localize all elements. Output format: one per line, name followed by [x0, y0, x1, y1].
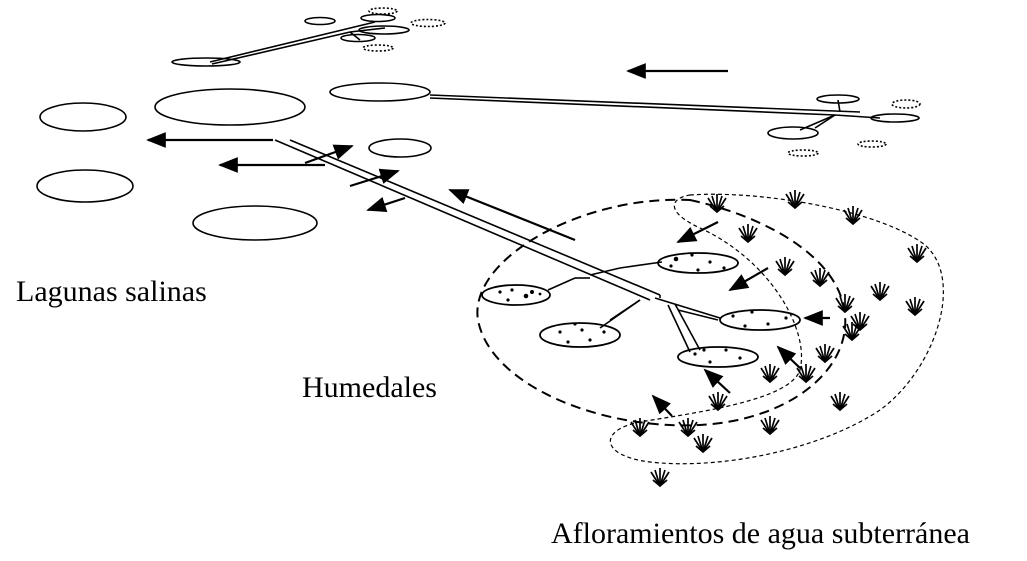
- outcrop-tuft: [738, 224, 758, 244]
- afloramientos-label: Afloramientos de agua subterránea: [551, 517, 970, 550]
- outcrop-tuft: [907, 244, 927, 264]
- top-lake-cluster: [171, 7, 446, 67]
- small-lagoon: [870, 113, 920, 123]
- right-lake-cluster: [329, 82, 921, 157]
- afloramientos-boundary: [609, 193, 944, 465]
- channel-line: [349, 31, 361, 41]
- outcrop-tuft: [708, 392, 728, 412]
- channel-line: [211, 31, 351, 65]
- outcrop-tuft: [842, 322, 862, 342]
- flow-arrow: [728, 267, 769, 291]
- outcrop-tuft: [707, 194, 727, 214]
- channel-line: [429, 97, 836, 116]
- outcrop-tuft: [843, 206, 863, 226]
- channel-line: [429, 94, 861, 113]
- flow-arrow: [349, 168, 400, 188]
- flow-arrow: [703, 368, 731, 394]
- wetland: [539, 322, 621, 348]
- lagoon: [329, 82, 431, 102]
- channel-branch: [589, 267, 621, 276]
- wetlands: [481, 252, 801, 368]
- flow-arrow: [776, 345, 801, 369]
- channel-line: [837, 99, 841, 113]
- channel-line: [814, 114, 836, 129]
- flow-arrow: [304, 144, 354, 165]
- salt-lagoon: [154, 88, 306, 126]
- channel-line: [834, 114, 881, 119]
- salt-lagoon: [192, 205, 318, 241]
- outcrop-tuft: [678, 418, 698, 438]
- outcrop-tuft: [835, 294, 855, 314]
- outcrop-tuft: [796, 364, 816, 384]
- small-lagoon: [358, 25, 410, 35]
- channel-line: [209, 21, 376, 63]
- dry-lagoon: [891, 99, 921, 109]
- outcrop-tuft: [785, 190, 805, 210]
- channel-branch: [654, 297, 721, 319]
- wetland-dots: [498, 253, 788, 364]
- channel-branch: [619, 261, 663, 269]
- salt-lagoon: [39, 102, 127, 132]
- outcrop-tuft: [650, 468, 670, 488]
- small-lagoon: [816, 94, 860, 104]
- salt-lagoon: [36, 169, 134, 203]
- lagunas-salinas-label: Lagunas salinas: [16, 275, 207, 308]
- flow-arrow: [651, 394, 673, 417]
- dry-lagoon: [368, 7, 398, 15]
- wetland: [719, 309, 801, 331]
- outcrop-tuft: [760, 416, 780, 436]
- outcrop-tuft: [870, 282, 890, 302]
- small-lagoon: [304, 16, 336, 26]
- small-lagoon: [767, 126, 819, 140]
- channel-line: [349, 27, 386, 33]
- channel-line: [289, 139, 661, 296]
- outcrop-tuft: [693, 434, 713, 454]
- outcrop-tuft: [630, 418, 650, 438]
- wetland: [657, 252, 739, 274]
- humedales-boundary: [476, 198, 847, 427]
- outcrop-tuft: [810, 268, 830, 288]
- salt-lagoon: [368, 138, 432, 158]
- salt-lagoons: [36, 88, 432, 241]
- channel-branch: [599, 299, 641, 329]
- flow-arrow: [676, 221, 719, 243]
- outcrop-tuft: [850, 312, 870, 332]
- small-lagoon: [340, 33, 376, 43]
- humedales-label: Humedales: [302, 371, 437, 404]
- outcrop-tuft: [815, 344, 835, 364]
- dry-lagoon: [362, 44, 394, 52]
- channel-branch: [547, 277, 576, 291]
- wetland: [677, 346, 759, 368]
- main-channel: [274, 139, 721, 353]
- groundwater-outcrop-symbols: [630, 190, 927, 488]
- channel-line: [274, 139, 651, 301]
- dry-lagoon: [857, 140, 887, 148]
- channel-branch: [667, 304, 691, 353]
- small-lagoon: [360, 13, 396, 23]
- channel-branch: [677, 309, 719, 321]
- outcrop-tuft: [830, 392, 850, 412]
- flow-arrow: [448, 188, 576, 242]
- small-lagoon: [171, 57, 241, 67]
- flow-arrows: [146, 63, 830, 417]
- outcrop-tuft: [905, 297, 925, 317]
- channel-branch: [674, 303, 701, 351]
- wetland: [481, 284, 551, 306]
- outcrop-tuft: [760, 364, 780, 384]
- dashed-regions: [476, 193, 944, 465]
- dry-lagoon: [410, 18, 446, 28]
- flow-arrow: [366, 196, 406, 213]
- dry-lagoon: [787, 149, 819, 157]
- outcrop-tuft: [775, 257, 795, 277]
